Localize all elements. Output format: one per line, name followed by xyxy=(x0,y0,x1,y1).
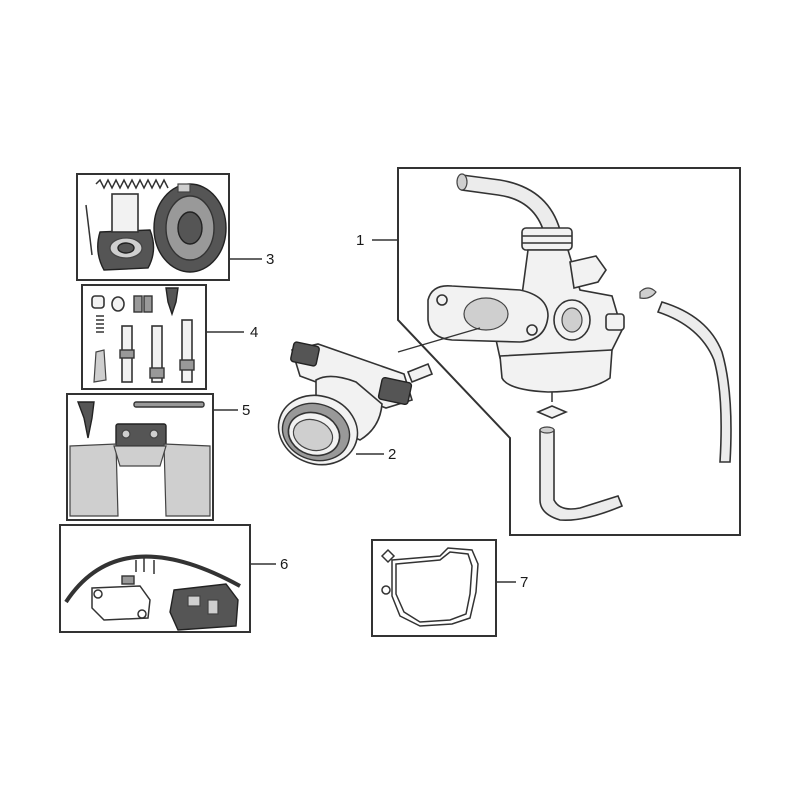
intake-flange-ear-right xyxy=(377,376,413,406)
carburetor-inlet-pipe xyxy=(461,174,561,238)
flange-bolt-hole-right xyxy=(526,324,538,336)
float-needle xyxy=(76,401,95,439)
part-5-float-assembly[interactable]: 5 xyxy=(66,393,250,521)
jet-holder xyxy=(93,349,107,383)
gasket-small-diamond xyxy=(380,548,396,564)
small-jet-b xyxy=(143,295,153,313)
jet-spring xyxy=(96,315,104,333)
hose-clip xyxy=(639,287,657,299)
part-2-intake-manifold[interactable]: 2 xyxy=(269,341,434,475)
inlet-pipe-end xyxy=(456,173,468,191)
part-6-label: 6 xyxy=(280,556,288,573)
part-1-carburetor-assembly[interactable]: 1 xyxy=(356,167,741,536)
small-nut xyxy=(91,295,105,309)
spring xyxy=(95,178,169,190)
intake-flange-ear-left xyxy=(290,341,320,367)
gasket-small-ring xyxy=(381,585,391,595)
small-jet-a xyxy=(133,295,143,313)
part-3-label: 3 xyxy=(266,251,274,268)
part-7-label: 7 xyxy=(520,574,528,591)
drain-hose xyxy=(539,429,624,522)
part-7-gasket[interactable]: 7 xyxy=(371,539,528,637)
kit-small-part xyxy=(121,575,135,585)
side-fitting xyxy=(605,313,625,331)
main-jet-c xyxy=(181,319,193,383)
part-6-frame xyxy=(59,524,251,633)
float-right xyxy=(163,443,211,517)
float-pin xyxy=(133,401,205,408)
gasket-outline xyxy=(391,547,479,627)
idle-screw xyxy=(165,287,179,317)
choke-lever xyxy=(569,255,607,289)
intake-nipple xyxy=(406,362,434,384)
part-1-label: 1 xyxy=(356,232,364,249)
vent-hose-right xyxy=(656,301,732,463)
part-1-frame xyxy=(397,167,741,536)
part-3-cover-set[interactable]: 3 xyxy=(76,173,274,281)
carburetor-top-cap xyxy=(521,227,573,251)
part-4-label: 4 xyxy=(250,324,258,341)
part-4-frame xyxy=(81,284,207,390)
carburetor-to-intake-leader xyxy=(397,327,481,353)
float-bowl xyxy=(499,349,613,393)
float-bridge xyxy=(113,445,167,467)
slide-body xyxy=(111,193,139,233)
kit-hose xyxy=(64,554,241,604)
drain-washer xyxy=(535,405,569,419)
flange-bore xyxy=(463,297,509,331)
jet-needle xyxy=(85,204,93,256)
main-jet-b xyxy=(151,325,163,383)
flange-bolt-hole-left xyxy=(436,294,448,306)
part-5-label: 5 xyxy=(242,402,250,419)
part-7-frame xyxy=(371,539,497,637)
part-4-jet-set[interactable]: 4 xyxy=(81,284,258,390)
kit-carb-body xyxy=(169,583,239,631)
part-6-repair-kit[interactable]: 6 xyxy=(59,524,288,633)
part-2-label: 2 xyxy=(388,446,396,463)
cover-tab xyxy=(177,183,191,193)
part-3-frame xyxy=(76,173,230,281)
kit-gasket xyxy=(91,585,151,621)
float-left xyxy=(69,443,119,517)
part-5-frame xyxy=(66,393,214,521)
o-ring xyxy=(111,296,125,312)
